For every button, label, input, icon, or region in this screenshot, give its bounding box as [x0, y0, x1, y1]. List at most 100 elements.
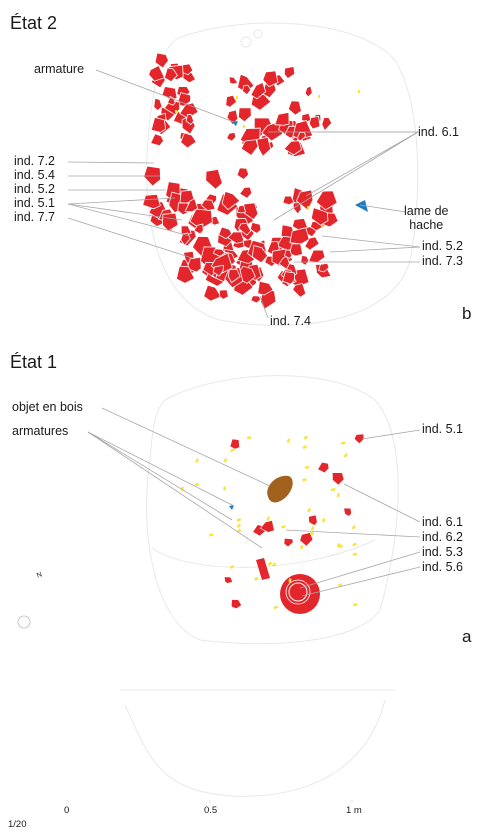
sherd: [185, 113, 195, 126]
flint-fleck: [175, 110, 177, 113]
north-circle-icon: [17, 615, 31, 629]
flint-fleck: [307, 507, 312, 513]
label-ind-5-1-b: ind. 5.1: [14, 196, 56, 210]
sherd: [250, 295, 262, 304]
flint-fleck: [273, 605, 279, 610]
flint-fleck: [302, 478, 307, 482]
label-ind-6-1-a: ind. 6.1: [422, 515, 464, 529]
wooden-object: [266, 474, 294, 504]
leader-line-b-61-c: [305, 131, 419, 197]
label-ind-5-2-right: ind. 5.2: [422, 239, 464, 253]
sherd: [301, 112, 312, 123]
leader-line-a-arm-2: [87, 431, 263, 549]
sherd: [283, 140, 303, 156]
flint-fleck: [302, 445, 308, 450]
sherd: [150, 133, 165, 147]
label-armatures: armatures: [12, 424, 69, 438]
flint-fleck: [338, 544, 343, 549]
sherd: [353, 433, 365, 445]
flint-fleck: [310, 526, 315, 531]
leader-line-b-51-b: [67, 203, 183, 221]
flint-fleck: [223, 486, 227, 491]
leader-line-b-52r-b: [329, 246, 421, 253]
flint-fleck: [236, 96, 238, 99]
sherd: [180, 232, 191, 247]
flint-fleck: [322, 518, 326, 523]
flint-fleck: [330, 487, 336, 492]
leader-line-b-74: [259, 295, 269, 319]
label-ind-5-4: ind. 5.4: [14, 168, 56, 182]
sherd: [321, 117, 333, 132]
sherd: [228, 76, 239, 85]
sherd: [332, 472, 345, 486]
flint-fleck: [209, 533, 214, 537]
flint-fleck: [194, 482, 200, 487]
leader-line-b-52r-a: [321, 235, 421, 248]
leader-line-a-61: [343, 483, 421, 523]
flint-fleck: [236, 517, 242, 522]
flint-fleck: [336, 492, 341, 498]
scale-tick-0: 0: [64, 805, 70, 816]
leader-line-b-72: [67, 161, 155, 164]
sherd: [239, 186, 253, 199]
leader-line-b-77: [67, 217, 193, 259]
sherd: [237, 222, 252, 236]
sherd: [282, 195, 295, 206]
sherd: [212, 264, 224, 277]
flint-fleck: [343, 453, 348, 458]
label-ind-6-2: ind. 6.2: [422, 530, 464, 544]
label-ind-5-3: ind. 5.3: [422, 545, 464, 559]
small-circle-1: [240, 36, 252, 48]
small-circle-2: [253, 29, 263, 39]
flint-fleck: [254, 576, 259, 581]
sherd: [292, 282, 307, 298]
sherd: [203, 284, 222, 302]
arrowhead-a: [229, 505, 234, 510]
leader-line-a-arm-3: [87, 431, 233, 521]
sherd: [175, 265, 195, 284]
pit-outline-a: [146, 375, 399, 645]
flint-fleck: [281, 525, 286, 529]
sherd: [241, 84, 252, 96]
flint-fleck: [286, 438, 291, 444]
sherd: [230, 599, 243, 610]
scale-ratio: 1/20: [8, 819, 27, 830]
sherd: [229, 438, 240, 450]
sherd: [226, 131, 237, 142]
vessel-base-5-6: [280, 574, 320, 614]
sherd: [256, 136, 272, 157]
sherd: [308, 249, 326, 264]
sherd: [184, 198, 199, 213]
vessel-ring-inner: [288, 582, 308, 602]
sherd: [226, 109, 239, 126]
leader-line-a-62: [285, 529, 421, 538]
flint-fleck: [318, 95, 320, 98]
sherd: [179, 189, 195, 204]
title-etat-2: État 2: [10, 13, 58, 33]
flint-fleck: [303, 435, 309, 440]
leader-line-a-53: [299, 551, 421, 589]
label-objet-en-bois: objet en bois: [12, 400, 83, 414]
flint-fleck: [351, 525, 357, 530]
leader-line-a-56: [301, 566, 421, 597]
flint-fleck: [352, 552, 358, 557]
sherd: [289, 227, 310, 245]
label-lame-de-hache: lame de hache: [404, 204, 449, 232]
label-ind-7-3: ind. 7.3: [422, 254, 464, 268]
label-ind-6-1-b: ind. 6.1: [418, 125, 460, 139]
leader-line-b-61-d: [273, 131, 419, 221]
sherd-elongated: [256, 558, 270, 580]
sherd: [164, 67, 178, 83]
label-ind-5-6: ind. 5.6: [422, 560, 464, 574]
sherd: [287, 100, 302, 116]
vessel-ring-outer: [285, 579, 311, 605]
flint-fleck: [336, 542, 342, 548]
flint-fleck: [246, 435, 252, 440]
sherd: [227, 268, 241, 284]
flint-fleck: [321, 225, 323, 228]
sherd: [193, 223, 204, 235]
flint-fleck: [340, 441, 346, 445]
sherd: [148, 64, 166, 82]
flint-fleck: [288, 578, 292, 583]
flint-fleck: [310, 532, 315, 536]
